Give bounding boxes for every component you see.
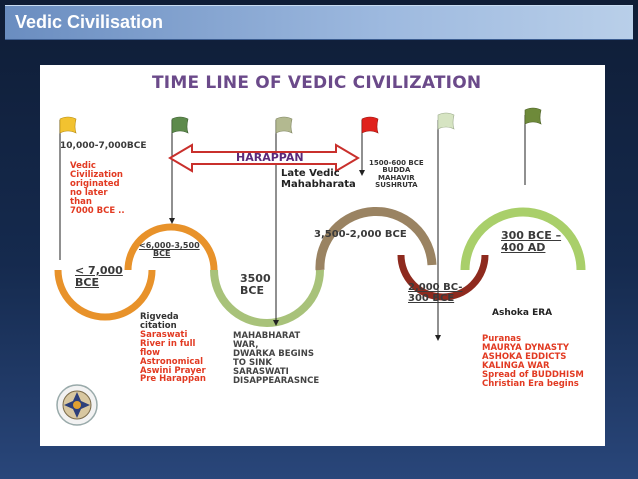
flag-green-icon [171, 116, 189, 134]
flag-pale-green-icon [437, 112, 455, 130]
arc-period-2 [124, 223, 218, 271]
period-1-range: 10,000-7,000BCE [60, 141, 147, 151]
flag-dark-green-icon [524, 107, 542, 125]
arc-period-5 [397, 254, 489, 301]
slide-header: Vedic Civilisation [5, 5, 633, 40]
period-5-arc-label: 2,000 BC-300 BCE [408, 282, 463, 304]
diagram-title: TIME LINE OF VEDIC CIVILIZATION [152, 73, 482, 93]
period-2-note: Rigveda citation Saraswati River in full… [140, 312, 206, 385]
period-6-arc-label: 300 BCE –400 AD [501, 229, 562, 254]
timeline-panel: TIME LINE OF VEDIC CIVILIZATION HARAPPAN… [40, 65, 605, 446]
arc-period-4 [315, 206, 437, 271]
arc-period-1 [54, 269, 156, 321]
slide-title: Vedic Civilisation [15, 12, 164, 32]
flag-yellow-icon [59, 116, 77, 134]
period-6-era: Ashoka ERA [492, 308, 553, 318]
flag-red-icon [361, 116, 379, 134]
timeline-diagram [54, 107, 586, 426]
flag-olive-icon [275, 116, 293, 134]
harappan-arrow [168, 143, 360, 173]
harappan-label: HARAPPAN [236, 151, 304, 164]
period-2-arc-label: <6,000-3,500 BCE [139, 241, 200, 259]
period-4-arc-label: 3,500-2,000 BCE [314, 229, 407, 240]
seal-logo [56, 384, 98, 426]
arc-period-6 [460, 207, 586, 271]
arc-period-3 [210, 269, 324, 327]
